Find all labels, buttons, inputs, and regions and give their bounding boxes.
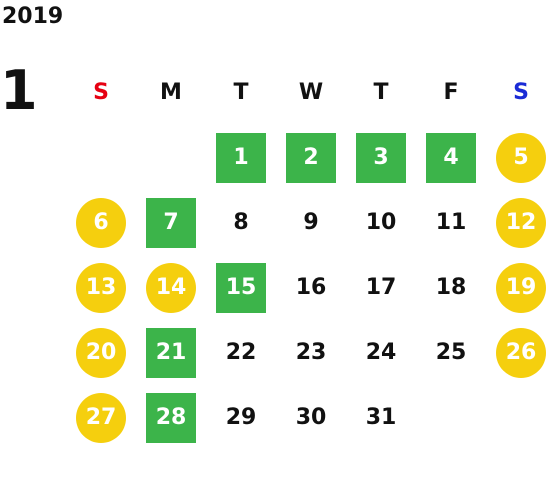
weekday-header-tue: T	[233, 80, 249, 105]
day-cell[interactable]: 15	[206, 255, 276, 320]
day-number-yellow-marker: 14	[146, 262, 196, 313]
day-cell[interactable]: 24	[346, 320, 416, 385]
day-number: 9	[303, 210, 319, 235]
day-number-green-marker: 3	[356, 132, 406, 183]
day-number: 18	[435, 275, 467, 300]
day-cell[interactable]: 23	[276, 320, 346, 385]
day-number-yellow-marker: 19	[496, 262, 546, 313]
weekday-header-thu: T	[373, 80, 389, 105]
day-cell[interactable]: 30	[276, 385, 346, 450]
calendar-year: 2019	[2, 4, 64, 29]
day-cell[interactable]: 10	[346, 190, 416, 255]
day-number-yellow-marker: 13	[76, 262, 126, 313]
day-number-green-marker: 21	[146, 327, 196, 378]
empty-day-cell	[136, 125, 206, 190]
weekday-header-sat: S	[513, 80, 529, 105]
day-number-green-marker: 7	[146, 197, 196, 248]
empty-day-cell	[66, 125, 136, 190]
day-number: 16	[295, 275, 327, 300]
day-number: 10	[365, 210, 397, 235]
day-cell[interactable]: 9	[276, 190, 346, 255]
day-number-yellow-marker: 20	[76, 327, 126, 378]
weekday-header-mon: M	[160, 80, 182, 105]
day-cell[interactable]: 29	[206, 385, 276, 450]
day-cell[interactable]: 19	[486, 255, 548, 320]
day-number-green-marker: 4	[426, 132, 476, 183]
day-number-yellow-marker: 26	[496, 327, 546, 378]
day-number-green-marker: 2	[286, 132, 336, 183]
day-number-green-marker: 1	[216, 132, 266, 183]
day-cell[interactable]: 13	[66, 255, 136, 320]
day-cell[interactable]: 11	[416, 190, 486, 255]
day-cell[interactable]: 20	[66, 320, 136, 385]
day-cell[interactable]: 31	[346, 385, 416, 450]
day-cell[interactable]: 18	[416, 255, 486, 320]
day-cell[interactable]: 28	[136, 385, 206, 450]
day-cell[interactable]: 3	[346, 125, 416, 190]
day-number: 25	[435, 340, 467, 365]
weekday-header-wed: W	[298, 80, 324, 105]
day-number: 23	[295, 340, 327, 365]
day-cell[interactable]: 27	[66, 385, 136, 450]
calendar-month: 1	[0, 59, 38, 122]
day-number: 22	[225, 340, 257, 365]
day-cell[interactable]: 12	[486, 190, 548, 255]
day-number: 24	[365, 340, 397, 365]
day-number-yellow-marker: 12	[496, 197, 546, 248]
day-cell[interactable]: 21	[136, 320, 206, 385]
day-number: 29	[225, 405, 257, 430]
day-number: 31	[365, 405, 397, 430]
day-cell[interactable]: 7	[136, 190, 206, 255]
day-cell[interactable]: 25	[416, 320, 486, 385]
weekday-header-sun: S	[93, 80, 109, 105]
weekday-header-fri: F	[443, 80, 459, 105]
day-number: 11	[435, 210, 467, 235]
day-cell[interactable]: 1	[206, 125, 276, 190]
day-number: 8	[233, 210, 249, 235]
day-number-yellow-marker: 5	[496, 132, 546, 183]
day-cell[interactable]: 4	[416, 125, 486, 190]
day-number-yellow-marker: 27	[76, 392, 126, 443]
day-cell[interactable]: 26	[486, 320, 548, 385]
day-cell[interactable]: 14	[136, 255, 206, 320]
day-cell[interactable]: 8	[206, 190, 276, 255]
day-cell[interactable]: 6	[66, 190, 136, 255]
day-cell[interactable]: 17	[346, 255, 416, 320]
day-number-green-marker: 15	[216, 262, 266, 313]
day-number: 17	[365, 275, 397, 300]
day-number: 30	[295, 405, 327, 430]
day-number-green-marker: 28	[146, 392, 196, 443]
day-cell[interactable]: 16	[276, 255, 346, 320]
day-cell[interactable]: 2	[276, 125, 346, 190]
day-cell[interactable]: 5	[486, 125, 548, 190]
day-number-yellow-marker: 6	[76, 197, 126, 248]
day-cell[interactable]: 22	[206, 320, 276, 385]
